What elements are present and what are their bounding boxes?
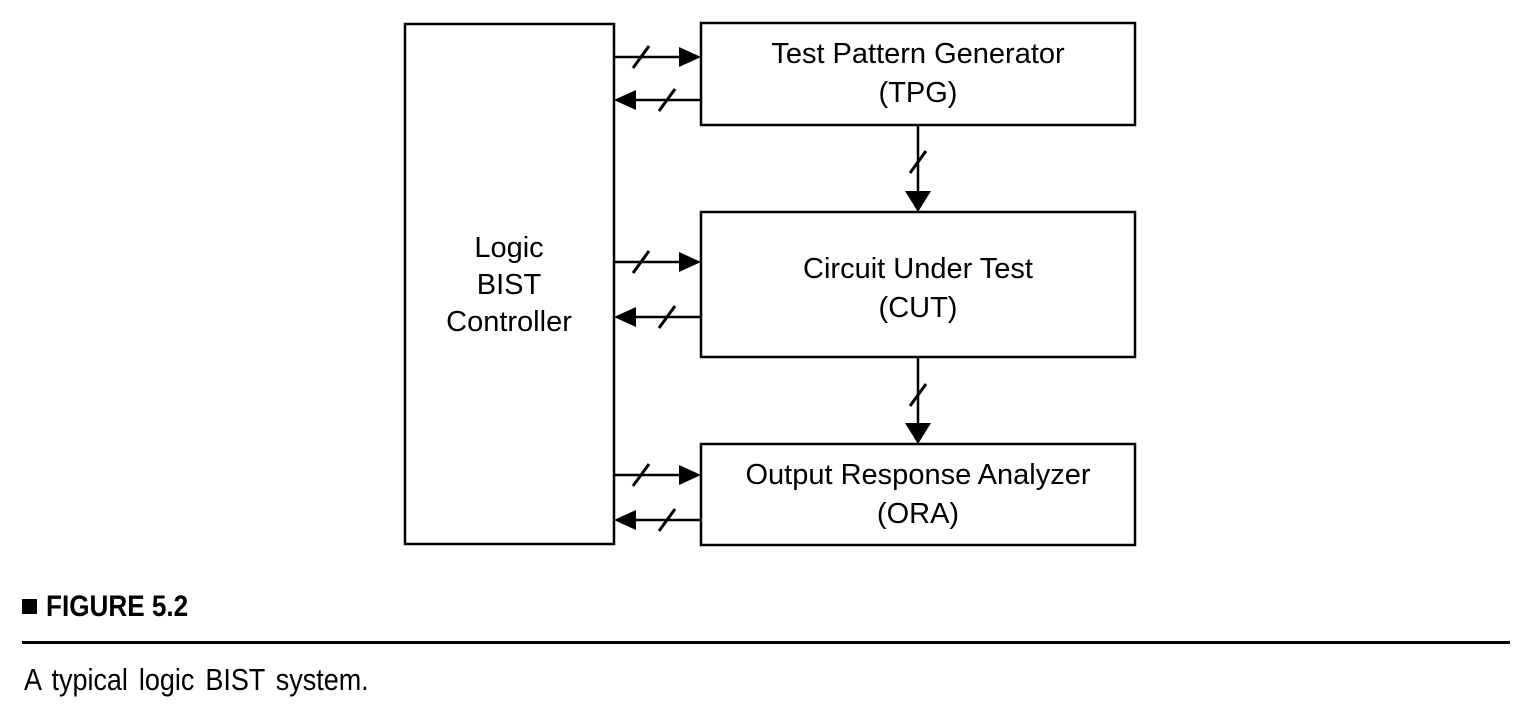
arrowhead-right	[679, 465, 701, 485]
bist-block-diagram: Logic BIST Controller Test Pattern Gener…	[403, 21, 1137, 547]
caption-rule	[22, 641, 1510, 644]
arrowhead-right	[679, 47, 701, 67]
arrowhead-down	[905, 423, 931, 444]
controller-label-line3: Controller	[446, 306, 572, 338]
bus-arrow-cut-to-ora	[905, 357, 931, 444]
bus-slash	[631, 250, 651, 274]
logic-bist-controller-box: Logic BIST Controller	[403, 22, 616, 546]
tpg-label-line2: (TPG)	[879, 77, 958, 109]
arrowhead-left	[614, 510, 636, 530]
figure-caption: A typical logic BIST system.	[24, 662, 369, 697]
figure-label: FIGURE 5.2	[46, 590, 189, 623]
controller-label-line1: Logic	[474, 232, 543, 264]
controller-label-line2: BIST	[477, 269, 542, 301]
bus-slash	[657, 508, 677, 532]
cut-label-line2: (CUT)	[879, 292, 958, 324]
ora-label-line2: (ORA)	[877, 498, 959, 530]
arrowhead-right	[679, 252, 701, 272]
bus-arrow-tpg-to-controller	[614, 88, 701, 112]
ora-label-line1: Output Response Analyzer	[746, 459, 1091, 491]
bus-slash	[908, 150, 928, 174]
bus-arrow-tpg-to-cut	[905, 125, 931, 212]
bus-arrow-controller-to-tpg	[614, 45, 701, 69]
bus-slash	[657, 305, 677, 329]
cut-box: Circuit Under Test (CUT)	[699, 210, 1137, 359]
figure-bullet-square	[22, 599, 37, 614]
bus-slash	[657, 88, 677, 112]
arrowhead-left	[614, 307, 636, 327]
bus-slash	[631, 45, 651, 69]
bus-slash	[631, 463, 651, 487]
tpg-label-line1: Test Pattern Generator	[771, 38, 1065, 70]
bus-arrow-controller-to-cut	[614, 250, 701, 274]
bus-arrow-ora-to-controller	[614, 508, 701, 532]
cut-label-line1: Circuit Under Test	[803, 253, 1033, 285]
arrowhead-left	[614, 90, 636, 110]
bus-arrow-controller-to-ora	[614, 463, 701, 487]
bus-arrow-cut-to-controller	[614, 305, 701, 329]
arrowhead-down	[905, 191, 931, 212]
ora-box: Output Response Analyzer (ORA)	[699, 442, 1137, 547]
tpg-box: Test Pattern Generator (TPG)	[699, 21, 1137, 127]
bus-slash	[908, 383, 928, 407]
